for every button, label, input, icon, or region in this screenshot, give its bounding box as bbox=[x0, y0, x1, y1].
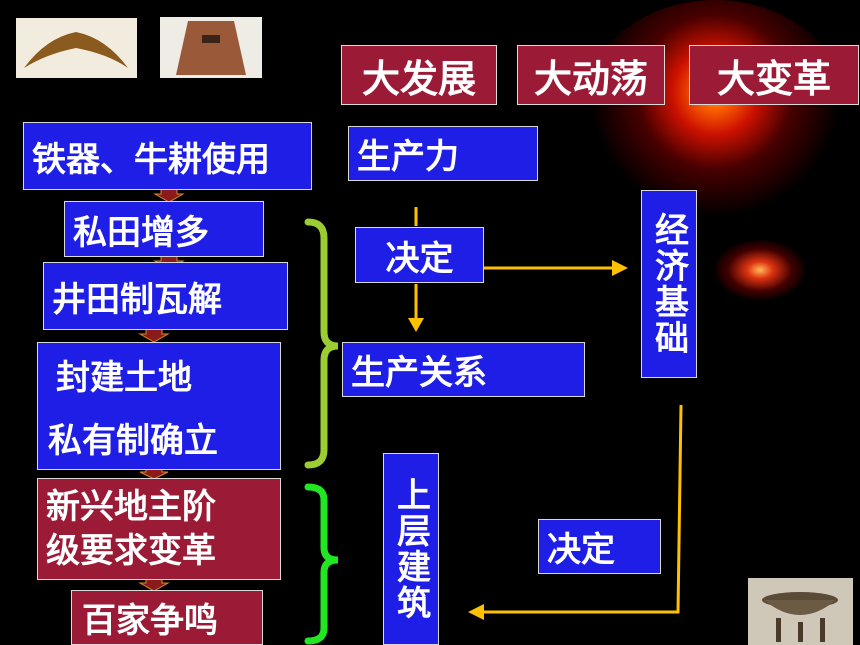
chain-landlord-line1: 新兴地主阶 bbox=[46, 486, 216, 527]
tag-big-reform-label: 大变革 bbox=[716, 56, 831, 101]
tag-big-development-label: 大发展 bbox=[361, 56, 476, 101]
chain-iron-oxen: 铁器、牛耕使用 bbox=[23, 122, 312, 190]
productive-forces-box: 生产力 bbox=[348, 126, 538, 181]
chain-hundred-schools: 百家争鸣 bbox=[71, 590, 263, 645]
brace-economic bbox=[304, 218, 339, 469]
tag-big-development: 大发展 bbox=[341, 45, 497, 105]
chain-hundred-schools-label: 百家争鸣 bbox=[82, 601, 218, 641]
bronze-vessel-image bbox=[748, 578, 853, 645]
chain-feudal-land-ownership: 封建土地 私有制确立 bbox=[37, 342, 281, 470]
arrow-base-to-superstructure bbox=[482, 404, 683, 614]
bronze-artifact-image bbox=[16, 18, 137, 78]
tag-big-reform: 大变革 bbox=[689, 45, 859, 105]
decides-box-2: 决定 bbox=[538, 519, 661, 574]
brace-superstructure bbox=[304, 483, 339, 645]
decides-label-2: 决定 bbox=[547, 530, 615, 570]
decides-box-1: 决定 bbox=[355, 227, 484, 283]
decides-label-1: 决定 bbox=[385, 238, 454, 279]
chain-feudal-land-line1: 封建土地 bbox=[56, 358, 192, 398]
economic-base-box: 经济基础 bbox=[641, 190, 697, 378]
superstructure-label: 上层建筑 bbox=[390, 477, 431, 621]
chain-private-fields-label: 私田增多 bbox=[73, 212, 209, 253]
chain-iron-oxen-label: 铁器、牛耕使用 bbox=[32, 139, 270, 180]
chain-well-field-collapse-label: 井田制瓦解 bbox=[52, 279, 222, 320]
chain-landlord-demand-reform: 新兴地主阶 级要求变革 bbox=[37, 478, 281, 580]
superstructure-box: 上层建筑 bbox=[383, 453, 439, 645]
iron-tool-image bbox=[160, 17, 262, 78]
relations-of-production-box: 生产关系 bbox=[342, 342, 585, 397]
chain-well-field-collapse: 井田制瓦解 bbox=[43, 262, 288, 330]
tag-big-turmoil: 大动荡 bbox=[517, 45, 665, 105]
economic-base-label: 经济基础 bbox=[648, 212, 689, 356]
productive-forces-label: 生产力 bbox=[357, 137, 459, 177]
relations-of-production-label: 生产关系 bbox=[351, 353, 487, 393]
chain-feudal-land-line2: 私有制确立 bbox=[48, 421, 218, 461]
chain-landlord-line2: 级要求变革 bbox=[46, 531, 216, 571]
chain-private-fields: 私田增多 bbox=[64, 201, 264, 257]
tag-big-turmoil-label: 大动荡 bbox=[533, 56, 648, 101]
